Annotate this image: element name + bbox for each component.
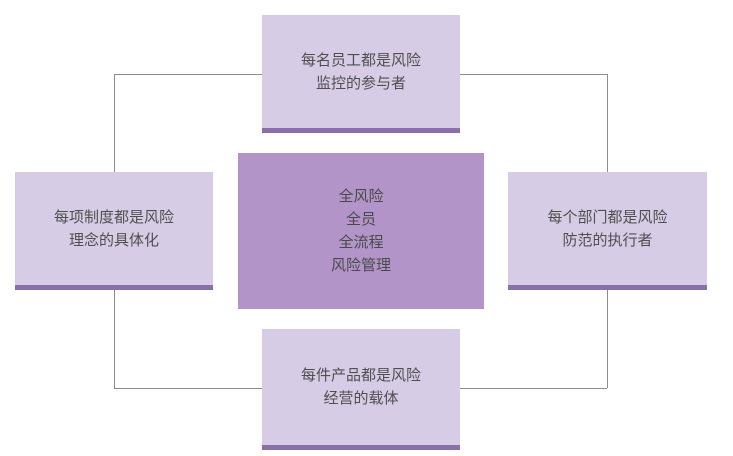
connector-bottom-right-horizontal <box>460 388 607 389</box>
node-left-systems: 每项制度都是风险 理念的具体化 <box>15 172 213 290</box>
node-right-departments: 每个部门都是风险 防范的执行者 <box>508 172 707 290</box>
node-text-line: 每个部门都是风险 <box>547 208 668 226</box>
node-text-line: 理念的具体化 <box>68 231 159 249</box>
node-text-line: 每项制度都是风险 <box>53 208 174 226</box>
connector-right-to-bottom-vertical <box>607 290 608 388</box>
node-center-risk-management: 全风险 全员 全流程 风险管理 <box>238 153 484 309</box>
node-text-line: 全流程 <box>338 234 384 251</box>
connector-bottom-left-horizontal <box>114 388 262 389</box>
connector-left-drop-vertical <box>114 74 115 172</box>
node-text-line: 监控的参与者 <box>315 74 406 92</box>
connector-right-drop-vertical <box>607 74 608 172</box>
connector-left-to-bottom-vertical <box>114 290 115 388</box>
node-text-line: 全员 <box>345 211 376 228</box>
connector-top-to-right-horizontal <box>460 74 607 75</box>
node-top-employees: 每名员工都是风险 监控的参与者 <box>262 15 460 133</box>
node-text-line: 每名员工都是风险 <box>300 51 421 69</box>
node-text-line: 经营的载体 <box>323 390 399 407</box>
node-bottom-products: 每件产品都是风险 经营的载体 <box>262 329 460 450</box>
node-text-line: 风险管理 <box>330 257 391 274</box>
node-text-line: 防范的执行者 <box>562 231 653 249</box>
node-text-line: 每件产品都是风险 <box>300 367 421 384</box>
connector-top-to-left-horizontal <box>114 74 262 75</box>
node-text-line: 全风险 <box>338 188 384 205</box>
